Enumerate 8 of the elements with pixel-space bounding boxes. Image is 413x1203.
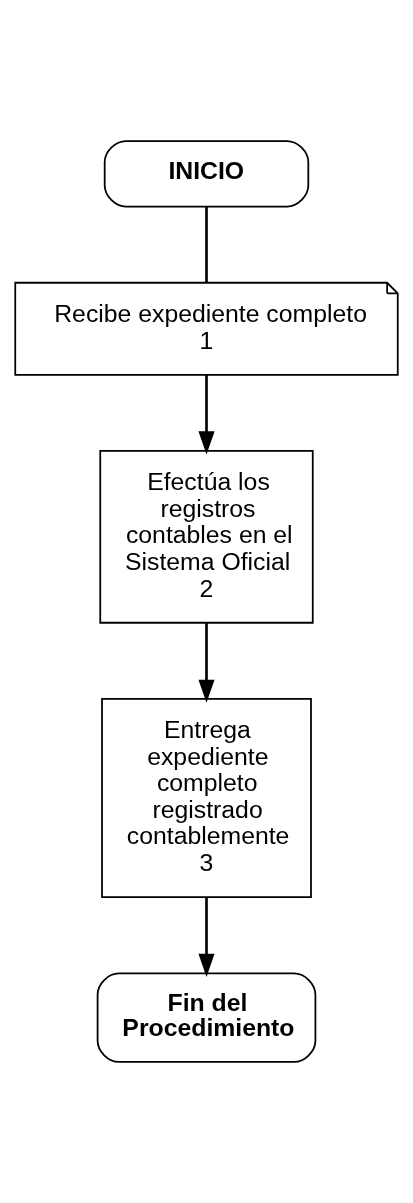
- arrow: [198, 374, 215, 455]
- node-box: INICIO: [103, 140, 310, 208]
- connector: [205, 207, 208, 283]
- node-box: Fin del Procedimiento: [96, 972, 317, 1063]
- node-box: Efectúa los registros contables en el Sistema Oficial 2: [99, 450, 314, 624]
- arrow: [198, 623, 215, 703]
- arrow: [198, 897, 215, 977]
- node-box: Entrega expediente completo registrado contablemente 3: [101, 698, 312, 899]
